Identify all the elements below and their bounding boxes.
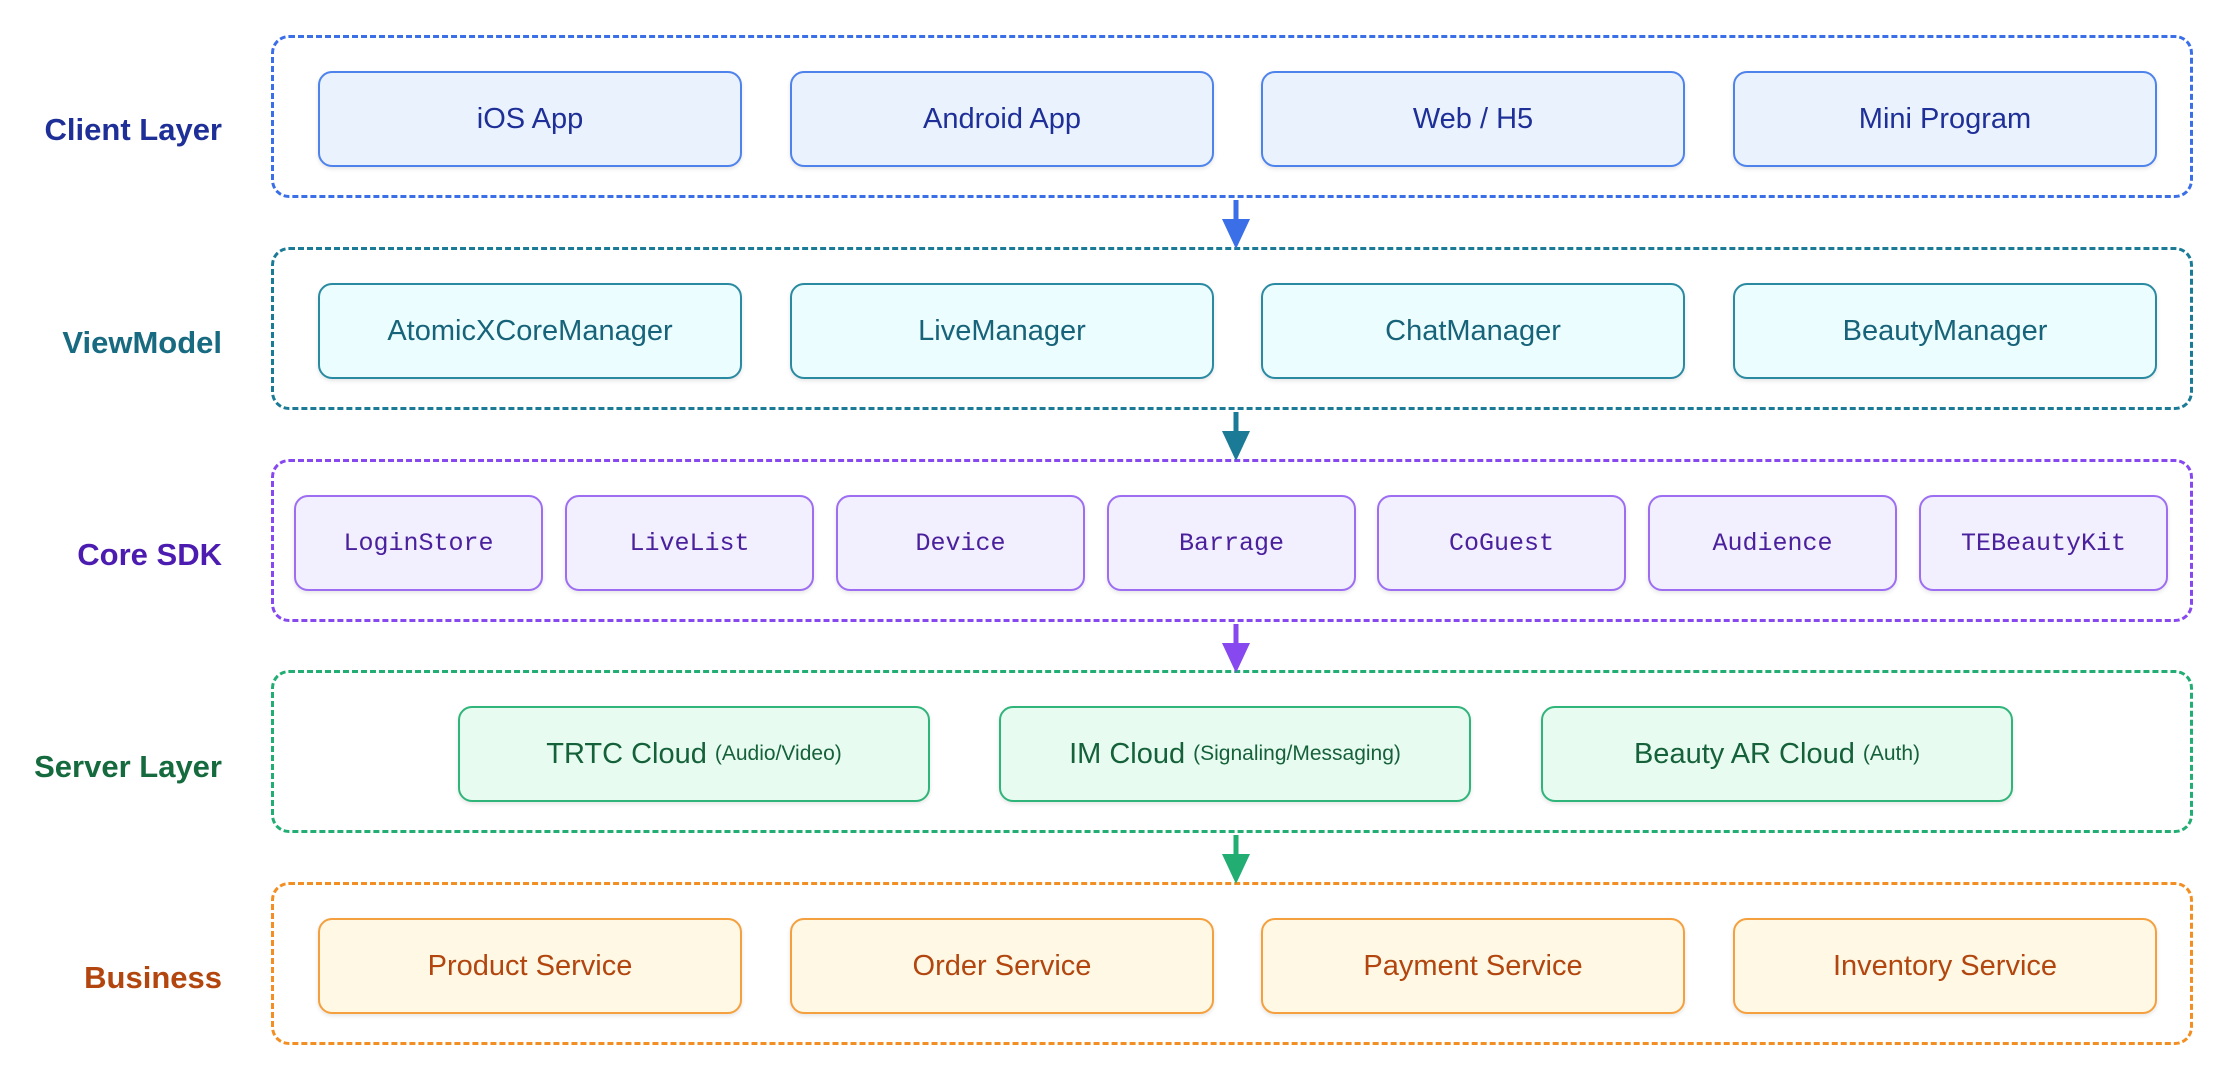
node-label: Device (915, 528, 1006, 558)
node-mini-program: Mini Program (1733, 71, 2157, 167)
layer-box-client (271, 35, 2193, 198)
node-label: Inventory Service (1832, 949, 2058, 982)
layer-label-viewmodel: ViewModel (62, 325, 222, 360)
node-label: Audience (1712, 528, 1833, 558)
node-label: Beauty AR Cloud (1633, 737, 1855, 770)
node-label: iOS App (476, 102, 584, 135)
node-product-service: Product Service (318, 918, 742, 1014)
node-label: Android App (922, 102, 1081, 135)
layer-box-server (271, 670, 2193, 833)
node-label: Web / H5 (1412, 102, 1534, 135)
node-label: CoGuest (1448, 528, 1555, 558)
node-label: Order Service (912, 949, 1092, 982)
node-android-app: Android App (790, 71, 1214, 167)
node-label: Payment Service (1363, 949, 1583, 982)
node-trtc-cloud: TRTC Cloud (Audio/Video) (458, 706, 930, 802)
node-atomicxcoremanager: AtomicXCoreManager (318, 283, 742, 379)
node-livemanager: LiveManager (790, 283, 1214, 379)
node-web-h5: Web / H5 (1261, 71, 1685, 167)
node-ios-app: iOS App (318, 71, 742, 167)
node-sublabel: (Signaling/Messaging) (1193, 742, 1401, 765)
node-label: Mini Program (1858, 102, 2032, 135)
node-loginstore: LoginStore (294, 495, 543, 591)
node-sublabel: (Audio/Video) (714, 742, 842, 765)
node-im-cloud: IM Cloud (Signaling/Messaging) (999, 706, 1471, 802)
node-label: AtomicXCoreManager (387, 314, 673, 347)
node-order-service: Order Service (790, 918, 1214, 1014)
layer-label-client: Client Layer (44, 112, 222, 147)
node-label: BeautyManager (1842, 314, 2048, 347)
node-payment-service: Payment Service (1261, 918, 1685, 1014)
node-beauty-ar-cloud: Beauty AR Cloud (Auth) (1541, 706, 2013, 802)
node-coguest: CoGuest (1377, 495, 1626, 591)
node-beautymanager: BeautyManager (1733, 283, 2157, 379)
node-barrage: Barrage (1107, 495, 1356, 591)
arrow-client-to-viewmodel (1222, 200, 1250, 249)
layer-label-business: Business (84, 960, 222, 995)
node-label: TRTC Cloud (546, 737, 707, 770)
layer-label-core-sdk: Core SDK (77, 537, 222, 572)
node-label: LiveList (629, 528, 750, 558)
layer-box-viewmodel (271, 247, 2193, 410)
node-label: IM Cloud (1069, 737, 1186, 770)
layer-label-server: Server Layer (34, 749, 222, 784)
node-label: LoginStore (343, 528, 494, 558)
node-sublabel: (Auth) (1862, 742, 1921, 765)
node-device: Device (836, 495, 1085, 591)
layer-box-business (271, 882, 2193, 1045)
layer-box-core-sdk (271, 459, 2193, 622)
node-label: LiveManager (918, 314, 1086, 347)
node-label: Product Service (427, 949, 633, 982)
node-inventory-service: Inventory Service (1733, 918, 2157, 1014)
node-chatmanager: ChatManager (1261, 283, 1685, 379)
arrow-server-to-business (1222, 835, 1250, 884)
arrow-core-to-server (1222, 624, 1250, 673)
node-audience: Audience (1648, 495, 1897, 591)
node-tebeautykit: TEBeautyKit (1919, 495, 2168, 591)
node-label: Barrage (1178, 528, 1285, 558)
arrow-viewmodel-to-core (1222, 412, 1250, 461)
node-livelist: LiveList (565, 495, 814, 591)
node-label: TEBeautyKit (1960, 528, 2127, 558)
node-label: ChatManager (1385, 314, 1561, 347)
